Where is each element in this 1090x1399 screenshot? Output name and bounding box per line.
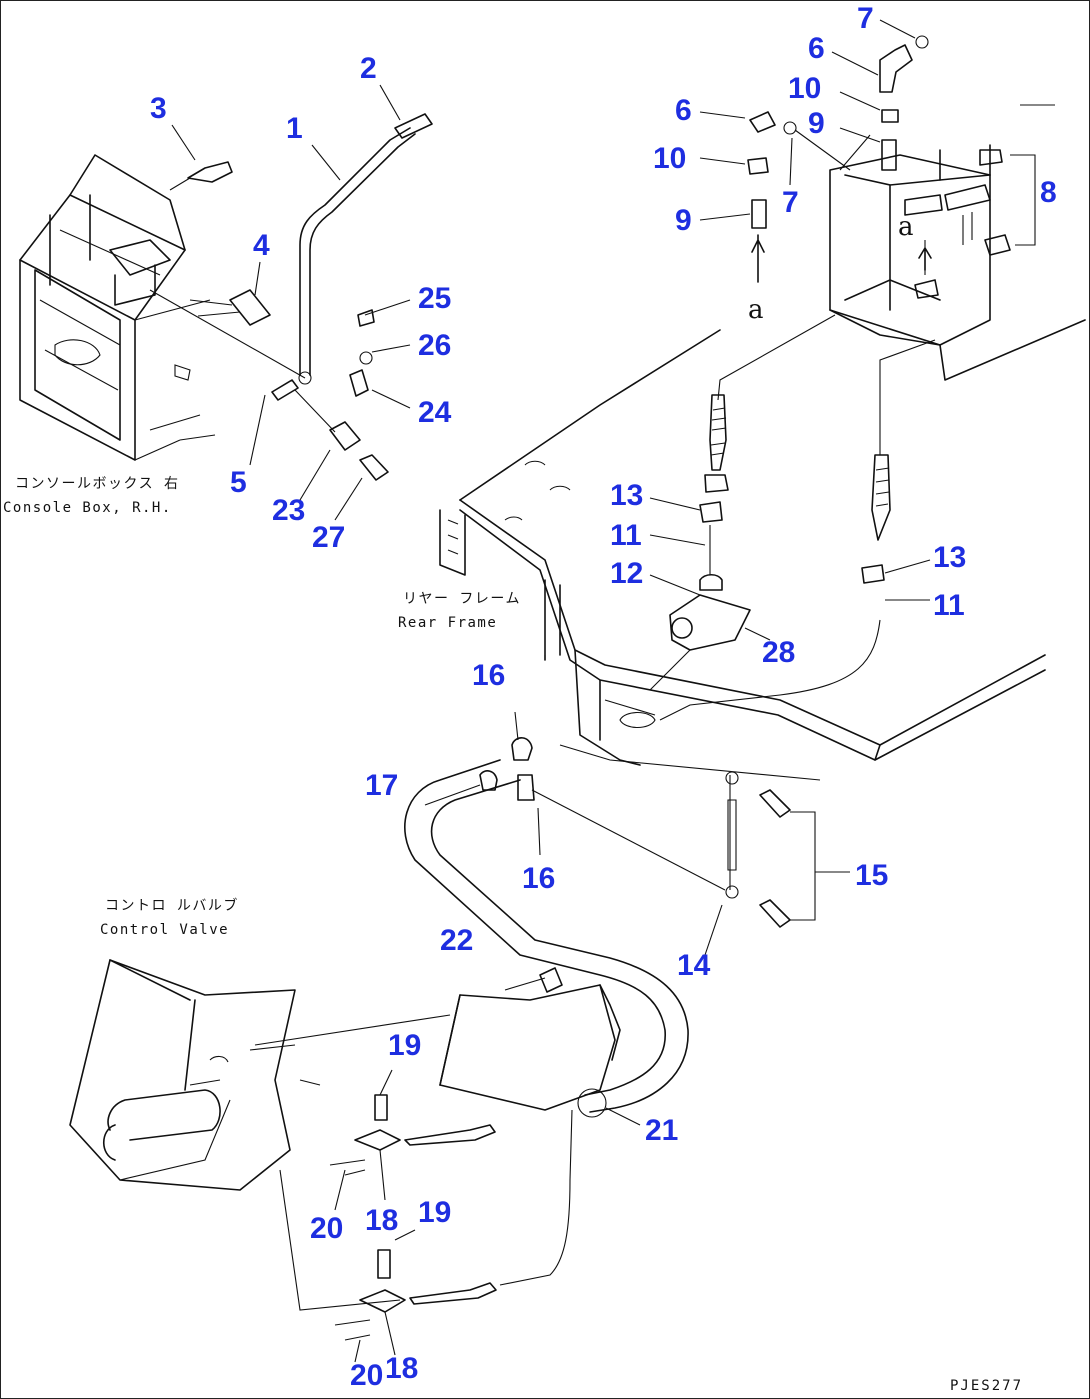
- callout-6-lower: 6: [675, 94, 692, 127]
- fittings-upper-drawing: [747, 35, 932, 283]
- callout-28: 28: [762, 636, 795, 669]
- callout-4: 4: [253, 229, 270, 262]
- hose-drawing: [404, 759, 689, 1113]
- callout-13-left: 13: [610, 479, 643, 512]
- callout-21: 21: [645, 1114, 678, 1147]
- control-valve-drawing: [69, 959, 451, 1191]
- callout-1: 1: [286, 112, 303, 145]
- joint-assembly-drawing: [294, 309, 389, 481]
- callout-25: 25: [418, 282, 451, 315]
- callout-13-right: 13: [933, 541, 966, 574]
- callout-5: 5: [230, 466, 247, 499]
- callout-19-upper: 19: [388, 1029, 421, 1062]
- callout-17: 17: [365, 769, 398, 802]
- callout-9-lower: 9: [675, 204, 692, 237]
- callout-18-upper: 18: [365, 1204, 398, 1237]
- callout-14: 14: [677, 949, 711, 982]
- callout-18-lower: 18: [385, 1352, 418, 1385]
- valve-bracket-drawing: [439, 967, 641, 1126]
- pin-5-drawing: [271, 379, 299, 401]
- callout-7-lower: 7: [782, 186, 799, 219]
- callout-26: 26: [418, 329, 451, 362]
- view-mark-a-lower: a: [748, 295, 764, 325]
- cables-drawing: [659, 314, 936, 721]
- rear-frame-drawing: [439, 329, 1046, 781]
- callout-16-upper: 16: [472, 659, 505, 692]
- view-mark-a-upper: a: [898, 212, 914, 242]
- console-box-drawing: [19, 154, 216, 461]
- callout-16-lower: 16: [522, 862, 555, 895]
- callout-3: 3: [150, 92, 167, 125]
- callout-9-upper: 9: [808, 107, 825, 140]
- callout-leaders: [171, 19, 931, 601]
- bolt-3-drawing: [169, 161, 233, 191]
- bracket-assembly-drawing: [829, 104, 1086, 381]
- callout-24: 24: [418, 396, 452, 429]
- callout-10-upper: 10: [788, 72, 821, 105]
- drawing-code: PJES277: [950, 1378, 1023, 1394]
- callout-20-upper: 20: [310, 1212, 343, 1245]
- bolts-15-drawing: [704, 771, 850, 956]
- console-box-caption-en: Console Box, R.H.: [3, 500, 172, 516]
- callout-11-left: 11: [610, 519, 642, 552]
- rear-frame-caption-jp: リヤー フレーム: [403, 591, 521, 607]
- clamps-16-17-drawing: [424, 711, 726, 891]
- control-valve-caption-en: Control Valve: [100, 922, 229, 938]
- callout-6-upper: 6: [808, 32, 825, 65]
- bolt-4-drawing: [189, 289, 271, 326]
- lever-rod-drawing: [149, 113, 433, 385]
- rear-frame-caption-en: Rear Frame: [398, 615, 497, 631]
- callout-20-lower: 20: [350, 1359, 383, 1392]
- callout-27: 27: [312, 521, 345, 554]
- callout-10-lower: 10: [653, 142, 686, 175]
- console-box-caption-jp: コンソールボックス 右: [15, 476, 180, 492]
- cable-clamp-12-drawing: [649, 573, 771, 691]
- callout-8: 8: [1040, 176, 1057, 209]
- callout-19-lower: 19: [418, 1196, 451, 1229]
- leader-5: [249, 394, 266, 466]
- callout-7-upper: 7: [857, 2, 874, 35]
- callout-15: 15: [855, 859, 888, 892]
- callout-11-right: 11: [933, 589, 965, 622]
- linkage-lower-drawing: [279, 1069, 573, 1363]
- callout-12: 12: [610, 557, 643, 590]
- callout-2: 2: [360, 52, 377, 85]
- control-valve-caption-jp: コントロ ルバルブ: [105, 897, 239, 914]
- callout-22: 22: [440, 924, 473, 957]
